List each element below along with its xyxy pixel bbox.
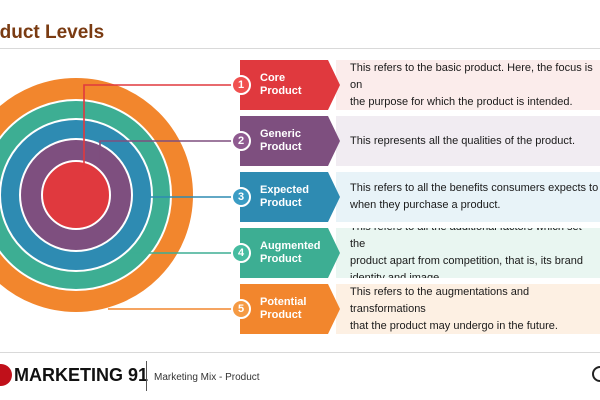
level-number-badge: 5 <box>231 299 251 319</box>
level-number-badge: 4 <box>231 243 251 263</box>
level-label-box: Expected Product <box>240 172 340 222</box>
level-label-box: Core Product <box>240 60 340 110</box>
corner-logo-icon <box>592 366 600 382</box>
level-description-box: This refers to the basic product. Here, … <box>336 60 600 110</box>
level-description-box: This refers to all the additional factor… <box>336 228 600 278</box>
level-row: This refers to the augmentations and tra… <box>231 284 600 334</box>
logo-icon <box>0 364 12 386</box>
level-row: This represents all the qualities of the… <box>231 116 600 166</box>
title-divider <box>0 48 600 49</box>
level-description: This represents all the qualities of the… <box>350 134 576 147</box>
level-name: Expected Product <box>260 184 309 209</box>
level-description: This refers to the augmentations and tra… <box>350 285 558 332</box>
footer-separator <box>146 361 147 391</box>
level-row: This refers to all the benefits consumer… <box>231 172 600 222</box>
footer-divider-line <box>0 352 600 353</box>
brand-logo: MARKETING 91 <box>14 365 149 385</box>
level-description: This refers to the basic product. Here, … <box>350 61 593 108</box>
level-label-box: Augmented Product <box>240 228 340 278</box>
connector-line <box>83 84 236 172</box>
footer-caption: Marketing Mix - Product <box>154 372 260 383</box>
level-row: This refers to all the additional factor… <box>231 228 600 278</box>
level-name: Core Product <box>260 72 302 97</box>
level-name: Generic Product <box>260 128 302 153</box>
level-description-box: This refers to the augmentations and tra… <box>336 284 600 334</box>
level-description-box: This represents all the qualities of the… <box>336 116 600 166</box>
page-title: oduct Levels <box>0 22 105 43</box>
level-name: Potential Product <box>260 296 307 321</box>
level-number-badge: 2 <box>231 131 251 151</box>
level-description-box: This refers to all the benefits consumer… <box>336 172 600 222</box>
ring-level-1 <box>41 160 111 230</box>
level-number-badge: 1 <box>231 75 251 95</box>
level-row: This refers to the basic product. Here, … <box>231 60 600 110</box>
level-label-box: Potential Product <box>240 284 340 334</box>
connector-line <box>99 140 236 160</box>
level-description: This refers to all the benefits consumer… <box>350 182 599 211</box>
level-name: Augmented Product <box>260 240 321 265</box>
level-description: This refers to all the additional factor… <box>350 228 583 278</box>
level-number-badge: 3 <box>231 187 251 207</box>
level-label-box: Generic Product <box>240 116 340 166</box>
